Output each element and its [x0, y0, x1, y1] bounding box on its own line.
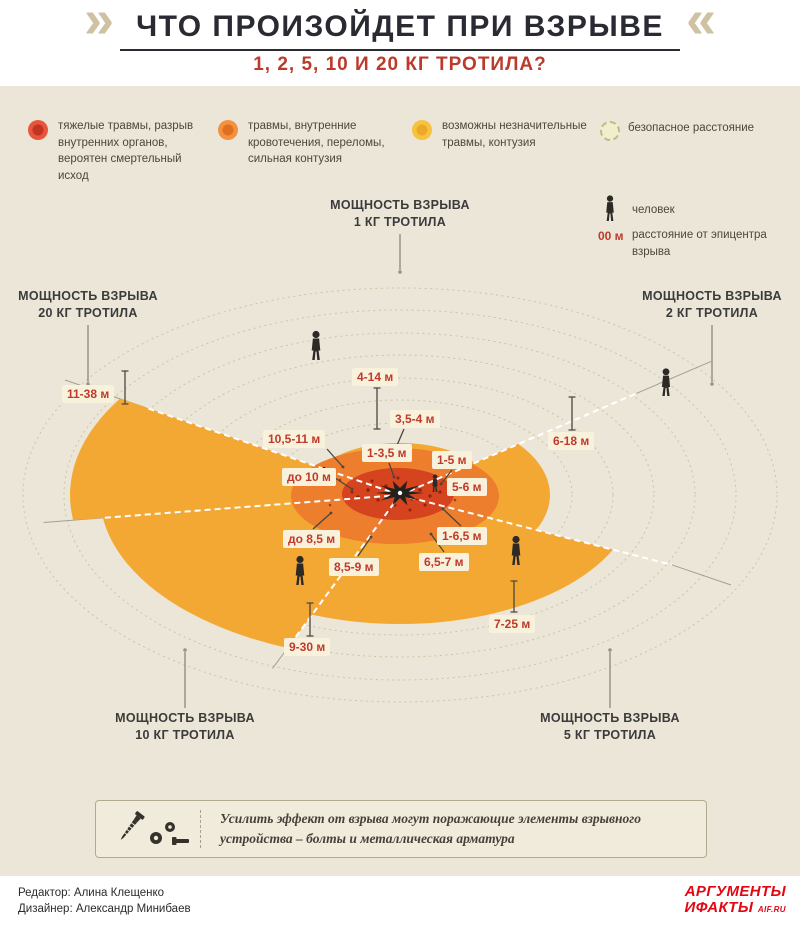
legend-severe-icon [218, 120, 238, 140]
distance-label-20kg-outer: 11-38 м [62, 385, 115, 403]
header: » ЧТО ПРОИЗОЙДЕТ ПРИ ВЗРЫВЕ 1, 2, 5, 10 … [0, 0, 800, 86]
explosion-star-icon [376, 480, 424, 506]
page-title: ЧТО ПРОИЗОЙДЕТ ПРИ ВЗРЫВЕ [136, 10, 664, 43]
aif-logo-line2: ИФАКТЫ [684, 898, 754, 916]
distance-label-2kg-inner: 1-5 м [432, 451, 472, 469]
legend-distance-caption: расстояние от эпицентра взрыва [632, 229, 767, 258]
blast-zone-fatal [342, 468, 454, 520]
legend-safe-label: безопасное расстояние [628, 122, 755, 134]
legend-minor-label: возможны незначительные травмы, контузия [442, 120, 587, 149]
person-icon [432, 474, 438, 492]
legend-safe-icon [600, 121, 620, 141]
note-text: Усилить эффект от взрыва могут поражающи… [220, 810, 642, 846]
distance-label-1kg-mid: 3,5-4 м [390, 410, 440, 428]
distance-label-10kg-outer: 9-30 м [284, 638, 331, 656]
footer: Редактор: Алина Клещенко Дизайнер: Алекс… [0, 876, 800, 931]
legend-fatal-label: тяжелые травмы, разрыв внутренних органо… [58, 120, 194, 183]
power-label-line1: МОЩНОСТЬ ВЗРЫВА [642, 289, 782, 303]
power-label-line2: 10 КГ ТРОТИЛА [135, 727, 235, 742]
person-icon [295, 555, 305, 585]
safe-distance-rings [22, 287, 778, 703]
legend-fatal-icon [28, 120, 48, 140]
legend-severe-label: травмы, внутренние кровотечения, перелом… [248, 120, 385, 166]
epicenter-dot [397, 490, 403, 496]
power-label-line1: МОЩНОСТЬ ВЗРЫВА [540, 711, 680, 725]
distance-label-1kg-inner: 1-3,5 м [362, 444, 412, 462]
power-label-line2: 5 КГ ТРОТИЛА [563, 727, 657, 742]
person-icon [661, 368, 671, 396]
legend-distance-value: 00 м [598, 229, 624, 243]
distance-label-5kg-mid: 6,5-7 м [419, 553, 469, 571]
power-label-line2: 1 КГ ТРОТИЛА [353, 214, 447, 229]
designer-credit: Дизайнер: Александр Минибаев [18, 903, 191, 915]
distance-label-1kg-outer: 4-14 м [352, 368, 399, 386]
power-label-line2: 20 КГ ТРОТИЛА [38, 305, 138, 320]
distance-label-20kg-mid: 10,5-11 м [263, 430, 326, 448]
note-divider [200, 810, 201, 848]
distance-label-2kg-outer: 6-18 м [548, 432, 595, 450]
distance-label-10kg-mid: 8,5-9 м [329, 558, 379, 576]
page-subtitle: 1, 2, 5, 10 И 20 КГ ТРОТИЛА? [253, 54, 547, 75]
hardware-icons [120, 811, 189, 845]
measure-pins [121, 370, 576, 637]
person-icon [311, 330, 321, 360]
person-icon [606, 195, 614, 221]
power-label-20kg: МОЩНОСТЬ ВЗРЫВА 20 КГ ТРОТИЛА [0, 288, 188, 322]
legend-minor-icon [412, 120, 432, 140]
ray-extension-lines [43, 360, 732, 669]
editor-credit: Редактор: Алина Клещенко [18, 887, 165, 899]
power-label-line1: МОЩНОСТЬ ВЗРЫВА [18, 289, 158, 303]
debris-dots [328, 476, 462, 514]
person-icon [511, 535, 521, 565]
power-label-1kg: МОЩНОСТЬ ВЗРЫВА 1 КГ ТРОТИЛА [300, 197, 500, 231]
title-divider [120, 49, 680, 51]
power-label-5kg: МОЩНОСТЬ ВЗРЫВА 5 КГ ТРОТИЛА [510, 710, 710, 744]
distance-label-2kg-mid: 5-6 м [447, 478, 487, 496]
distance-label-10kg-inner: до 8,5 м [283, 530, 341, 548]
distance-label-5kg-inner: 1-6,5 м [437, 527, 487, 545]
power-label-line1: МОЩНОСТЬ ВЗРЫВА [115, 711, 255, 725]
legend-person-label: человек [632, 204, 675, 216]
aif-logo: АРГУМЕНТЫ ИФАКТЫ AIF.RU [685, 884, 787, 916]
blast-zone-minor [69, 398, 613, 648]
aif-logo-line1: АРГУМЕНТЫ [684, 883, 786, 900]
aif-logo-domain: AIF.RU [757, 904, 786, 914]
power-label-line1: МОЩНОСТЬ ВЗРЫВА [330, 198, 470, 212]
power-label-line2: 2 КГ ТРОТИЛА [665, 305, 759, 320]
note-box: Усилить эффект от взрыва могут поражающи… [95, 800, 707, 858]
right-ornament-icon: « [685, 0, 716, 49]
power-label-10kg: МОЩНОСТЬ ВЗРЫВА 10 КГ ТРОТИЛА [85, 710, 285, 744]
distance-label-20kg-inner: до 10 м [282, 468, 336, 486]
distance-label-5kg-outer: 7-25 м [489, 615, 536, 633]
left-ornament-icon: » [84, 0, 115, 49]
power-label-2kg: МОЩНОСТЬ ВЗРЫВА 2 КГ ТРОТИЛА [612, 288, 800, 322]
